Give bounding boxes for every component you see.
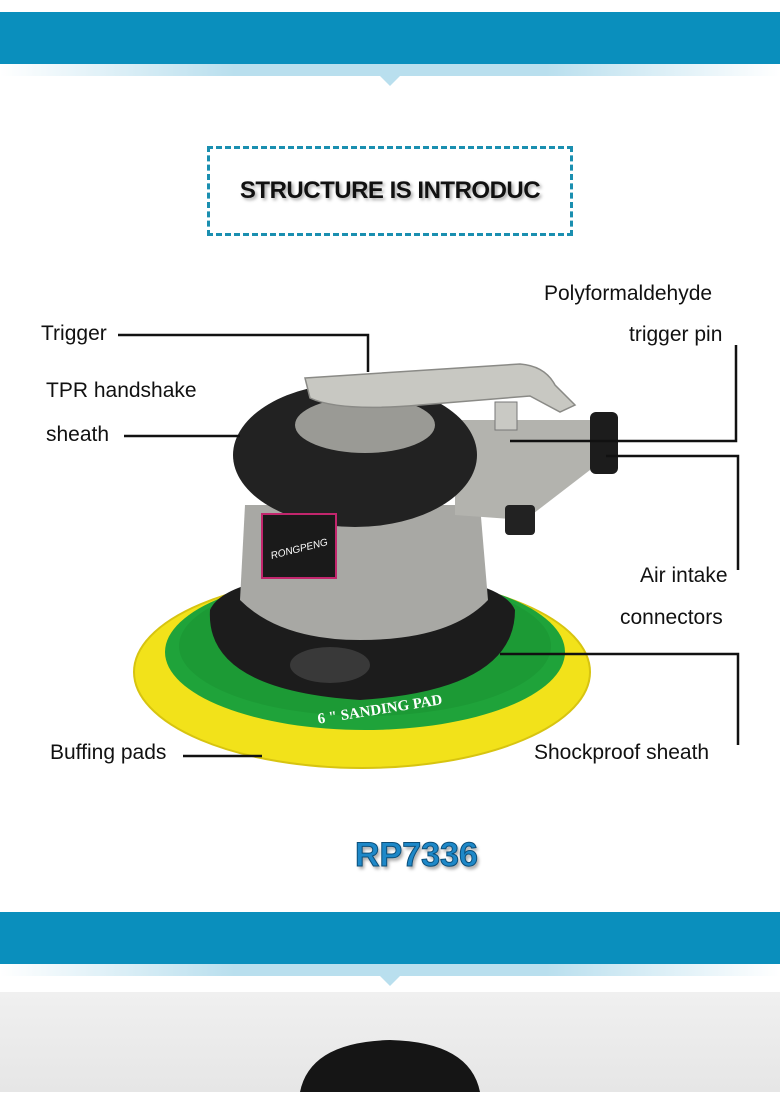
section-title-box: STRUCTURE IS INTRODUC	[207, 146, 573, 236]
product-illustration: RONGPENG 6 " SANDING PAD	[118, 333, 740, 769]
brand-badge	[261, 513, 337, 579]
leader-air	[606, 454, 740, 570]
next-section-preview	[0, 992, 780, 1092]
leader-trigger	[118, 333, 370, 372]
label-buffing: Buffing pads	[50, 741, 167, 764]
leader-shockproof	[500, 652, 740, 745]
leader-poly	[510, 345, 738, 443]
bottom-banner	[0, 912, 780, 992]
tpr-sheath-inner	[295, 397, 435, 453]
valve-knob	[505, 505, 535, 535]
banner-notch	[380, 976, 400, 986]
air-connector	[590, 412, 618, 474]
label-tpr-line1: TPR handshake	[46, 379, 197, 402]
trigger-lever	[304, 363, 577, 413]
label-shockproof: Shockproof sheath	[534, 741, 710, 764]
label-poly-line1: Polyformaldehyde	[544, 282, 713, 305]
air-intake-housing	[455, 420, 600, 520]
section-title: STRUCTURE IS INTRODUC	[239, 177, 541, 204]
top-banner	[0, 12, 780, 92]
label-tpr-line2: sheath	[46, 423, 110, 446]
label-air-line2: connectors	[620, 606, 723, 629]
label-poly-line2: trigger pin	[629, 323, 723, 346]
banner-fade	[0, 64, 780, 76]
label-trigger: Trigger	[41, 322, 107, 345]
next-product-preview	[300, 1040, 480, 1092]
shock-sheath-highlight	[290, 647, 370, 683]
label-air-line1: Air intake	[640, 564, 728, 587]
banner-notch	[380, 76, 400, 86]
trigger-pin	[494, 401, 518, 431]
banner-bar	[0, 12, 780, 64]
banner-bar	[0, 912, 780, 964]
model-number: RP7336	[355, 836, 479, 875]
banner-fade	[0, 964, 780, 976]
